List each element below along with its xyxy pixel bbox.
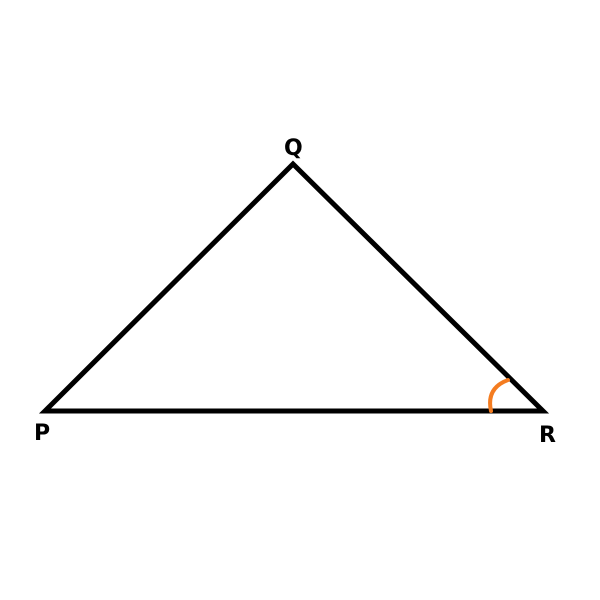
vertex-label-r: R	[539, 423, 556, 448]
angle-r-arc	[488, 378, 510, 413]
vertex-label-p: P	[34, 421, 50, 446]
triangle-pqr	[38, 160, 550, 414]
vertex-label-q: Q	[284, 136, 303, 161]
